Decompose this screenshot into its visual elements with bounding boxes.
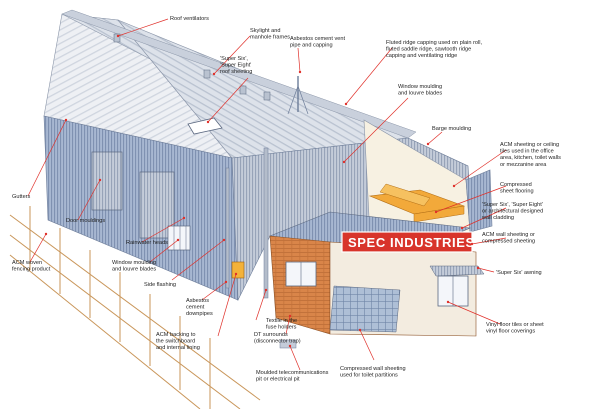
label-awning: 'Super Six' awning xyxy=(496,270,542,276)
vent-pipe-mast xyxy=(287,76,309,115)
label-line: tiles used in the office xyxy=(500,149,554,155)
label-line: or architectural designed xyxy=(482,209,543,215)
mezzanine-rail xyxy=(413,205,465,223)
label-door-mouldings: Door mouldings xyxy=(66,218,105,224)
label-line: compressed sheeting xyxy=(482,239,535,245)
label-line: Textile in the xyxy=(266,318,297,324)
label-line: wall cladding xyxy=(481,215,514,221)
spec-industries-sign: SPEC INDUSTRIES xyxy=(348,235,475,250)
label-gutters: Gutters xyxy=(12,194,31,200)
label-line: Side flashing xyxy=(144,282,176,288)
label-line: pit or electrical pit xyxy=(256,377,300,383)
skylight xyxy=(187,117,223,135)
label-line: 'Super Eight' xyxy=(220,63,251,69)
front-vent-pipe xyxy=(263,147,269,299)
mezzanine-stair xyxy=(379,183,431,207)
label-ridge-capping: Fluted ridge capping used on plain roll,… xyxy=(386,40,483,59)
fence xyxy=(9,206,261,409)
label-super-six-roof: 'Super Six','Super Eight'roof sheeting xyxy=(220,56,252,75)
label-line: and internal lining xyxy=(156,345,200,351)
right-wall-panel xyxy=(465,169,493,233)
label-line: Window moulding xyxy=(398,84,442,90)
label-line: ACM backing to xyxy=(156,332,195,338)
label-line: Asbestos xyxy=(186,298,209,304)
roller-door-1 xyxy=(91,151,123,211)
label-line: Barge moulding xyxy=(432,126,471,132)
label-line: 'Super Six' awning xyxy=(496,270,542,276)
label-line: fencing product xyxy=(12,267,51,273)
label-line: capping and ventilating ridge xyxy=(386,53,457,59)
label-line: ACM wall sheeting or xyxy=(482,232,535,238)
label-line: roof sheeting xyxy=(220,69,252,75)
label-line: Roof ventilators xyxy=(170,16,209,22)
label-line: manhole frames xyxy=(250,35,290,41)
label-line: Moulded telecommunications xyxy=(256,370,329,376)
label-line: used for toilet partitions xyxy=(340,373,398,379)
building-illustration: SPEC INDUSTRIES xyxy=(9,9,493,409)
label-line: downpipes xyxy=(186,311,213,317)
label-line: 'Super Six', 'Super Eight' xyxy=(482,202,543,208)
label-line: Compressed wall sheeting xyxy=(340,366,406,372)
label-dt-surrounds: DT surrounds(disconnector trap) xyxy=(254,332,301,345)
label-line: Window moulding xyxy=(112,260,156,266)
label-line: vinyl floor coverings xyxy=(486,329,535,335)
label-line: 'Super Six', xyxy=(220,56,248,62)
roof-ridge-band xyxy=(61,9,417,139)
downpipe xyxy=(225,167,230,289)
label-line: sheet flooring xyxy=(500,189,534,195)
label-super-six-wall: 'Super Six', 'Super Eight'or architectur… xyxy=(481,202,543,221)
side-window xyxy=(167,225,191,251)
label-line: Gutters xyxy=(12,194,31,200)
label-rainwater-heads: Rainwater heads xyxy=(126,240,168,246)
office-floor-cutaway xyxy=(329,285,401,333)
label-line: ACM sheeting or ceiling xyxy=(500,142,559,148)
label-roof-ventilators: Roof ventilators xyxy=(170,16,209,22)
label-line: or mezzanine area xyxy=(500,162,547,168)
label-line: pipe and capping xyxy=(290,43,333,49)
label-line: cement xyxy=(186,305,205,311)
label-line: the switchboard xyxy=(156,339,195,345)
label-line: Skylight and xyxy=(250,28,280,34)
label-line: fluted saddle ridge, sawtooth ridge xyxy=(386,47,471,53)
label-side-flashing: Side flashing xyxy=(144,282,176,288)
label-line: Asbestos cement vent xyxy=(290,36,345,42)
label-barge-moulding: Barge moulding xyxy=(432,126,471,132)
leader-lines xyxy=(27,18,507,371)
label-line: Compressed xyxy=(500,182,532,188)
label-line: area, kitchen, toilet walls xyxy=(500,155,561,161)
office-awning xyxy=(429,265,485,277)
roof-ventilators xyxy=(113,33,271,101)
label-line: and louvre blades xyxy=(398,91,442,97)
switchboard xyxy=(231,261,245,279)
label-line: Vinyl floor tiles or sheet xyxy=(486,322,544,328)
label-line: ACM woven xyxy=(12,260,42,266)
label-line: Door mouldings xyxy=(66,218,105,224)
label-line: Fluted ridge capping used on plain roll, xyxy=(386,40,483,46)
label-line: and louvre blades xyxy=(112,267,156,273)
label-line: fuse holders xyxy=(266,325,297,331)
label-line: Rainwater heads xyxy=(126,240,168,246)
telecom-pit xyxy=(279,339,297,349)
label-line: DT surrounds xyxy=(254,332,288,338)
label-line: (disconnector trap) xyxy=(254,339,301,345)
spec-industries-sign-bg xyxy=(341,231,473,253)
